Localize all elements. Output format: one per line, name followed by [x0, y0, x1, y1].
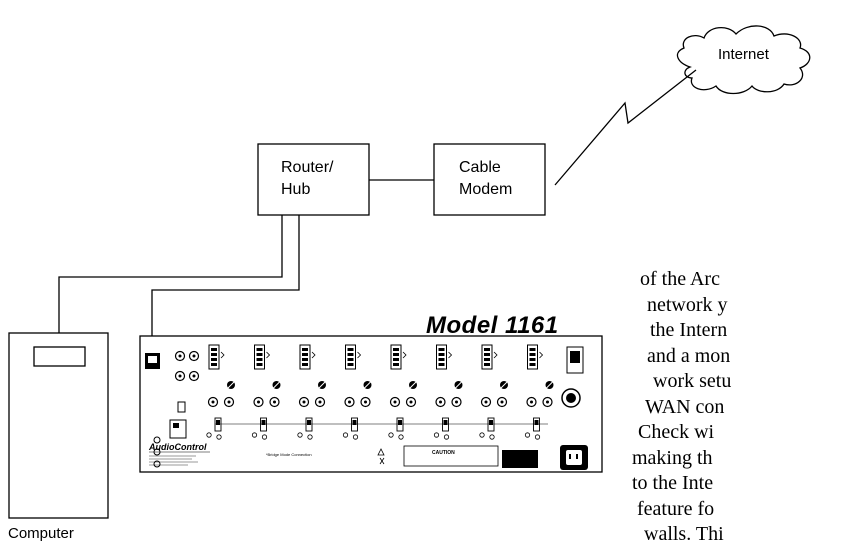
cable-modem-box: [433, 143, 546, 216]
computer-label: Computer: [8, 525, 74, 542]
caution-text: CAUTION: [432, 450, 455, 456]
input-jack: [360, 396, 371, 408]
input-jack: [207, 396, 219, 408]
speaker-terminal: [436, 344, 447, 370]
body-line: WAN con: [645, 395, 725, 418]
computer-drive-bay: [33, 346, 86, 367]
router-computer-link: [58, 215, 283, 333]
body-line: the Intern: [650, 319, 728, 341]
serial-label: [502, 450, 538, 468]
input-jack: [314, 396, 326, 408]
input-jack: [496, 396, 508, 408]
body-text: of the Arc network y the Intern and a mo…: [632, 267, 844, 548]
input-jack: [451, 396, 462, 408]
input-jack: [223, 396, 235, 408]
input-jack: [435, 396, 446, 408]
input-jack: [269, 396, 280, 408]
input-jack: [542, 396, 553, 408]
speaker-terminal: [254, 344, 265, 370]
internet-cloud: [676, 25, 811, 95]
internet-label: Internet: [718, 46, 769, 63]
speaker-terminal: [390, 344, 402, 370]
body-line: walls. Thi: [644, 523, 724, 545]
body-line: and a mon: [647, 344, 731, 367]
input-jack: [253, 396, 264, 408]
router-label-line2: Hub: [281, 181, 311, 198]
input-jack: [526, 396, 537, 408]
body-line: network y: [647, 293, 728, 316]
body-line: Check wi: [638, 421, 715, 443]
bridge-note: *Bridge Mode Connection: [266, 452, 312, 457]
speaker-terminal: [481, 344, 493, 370]
caution-label: [403, 445, 499, 467]
modem-internet-link: [554, 69, 697, 186]
modem-label-line2: Modem: [459, 181, 513, 198]
speaker-terminal: [527, 344, 538, 370]
body-line: making th: [632, 446, 713, 469]
input-jack: [480, 396, 492, 408]
body-line: of the Arc: [640, 268, 720, 290]
model-title: Model 1161: [426, 312, 559, 339]
input-jack: [389, 396, 401, 408]
input-jack: [298, 396, 310, 408]
amplifier-rear-panel: CAUTION AudioControl *Bridge Mode Connec…: [139, 335, 603, 473]
speaker-terminal: [345, 344, 356, 370]
speaker-terminal: [299, 344, 311, 370]
router-hub-box: [257, 143, 370, 216]
input-jack: [405, 396, 417, 408]
router-panel-link: [151, 215, 300, 358]
body-line: feature fo: [637, 497, 715, 520]
body-line: work setu: [653, 370, 732, 392]
body-line: to the Inte: [632, 472, 714, 494]
speaker-terminal: [208, 344, 220, 370]
router-label-line1: Router/: [281, 159, 334, 176]
brand-logo: AudioControl: [148, 442, 207, 452]
input-jack: [344, 396, 355, 408]
modem-label-line1: Cable: [459, 159, 501, 176]
